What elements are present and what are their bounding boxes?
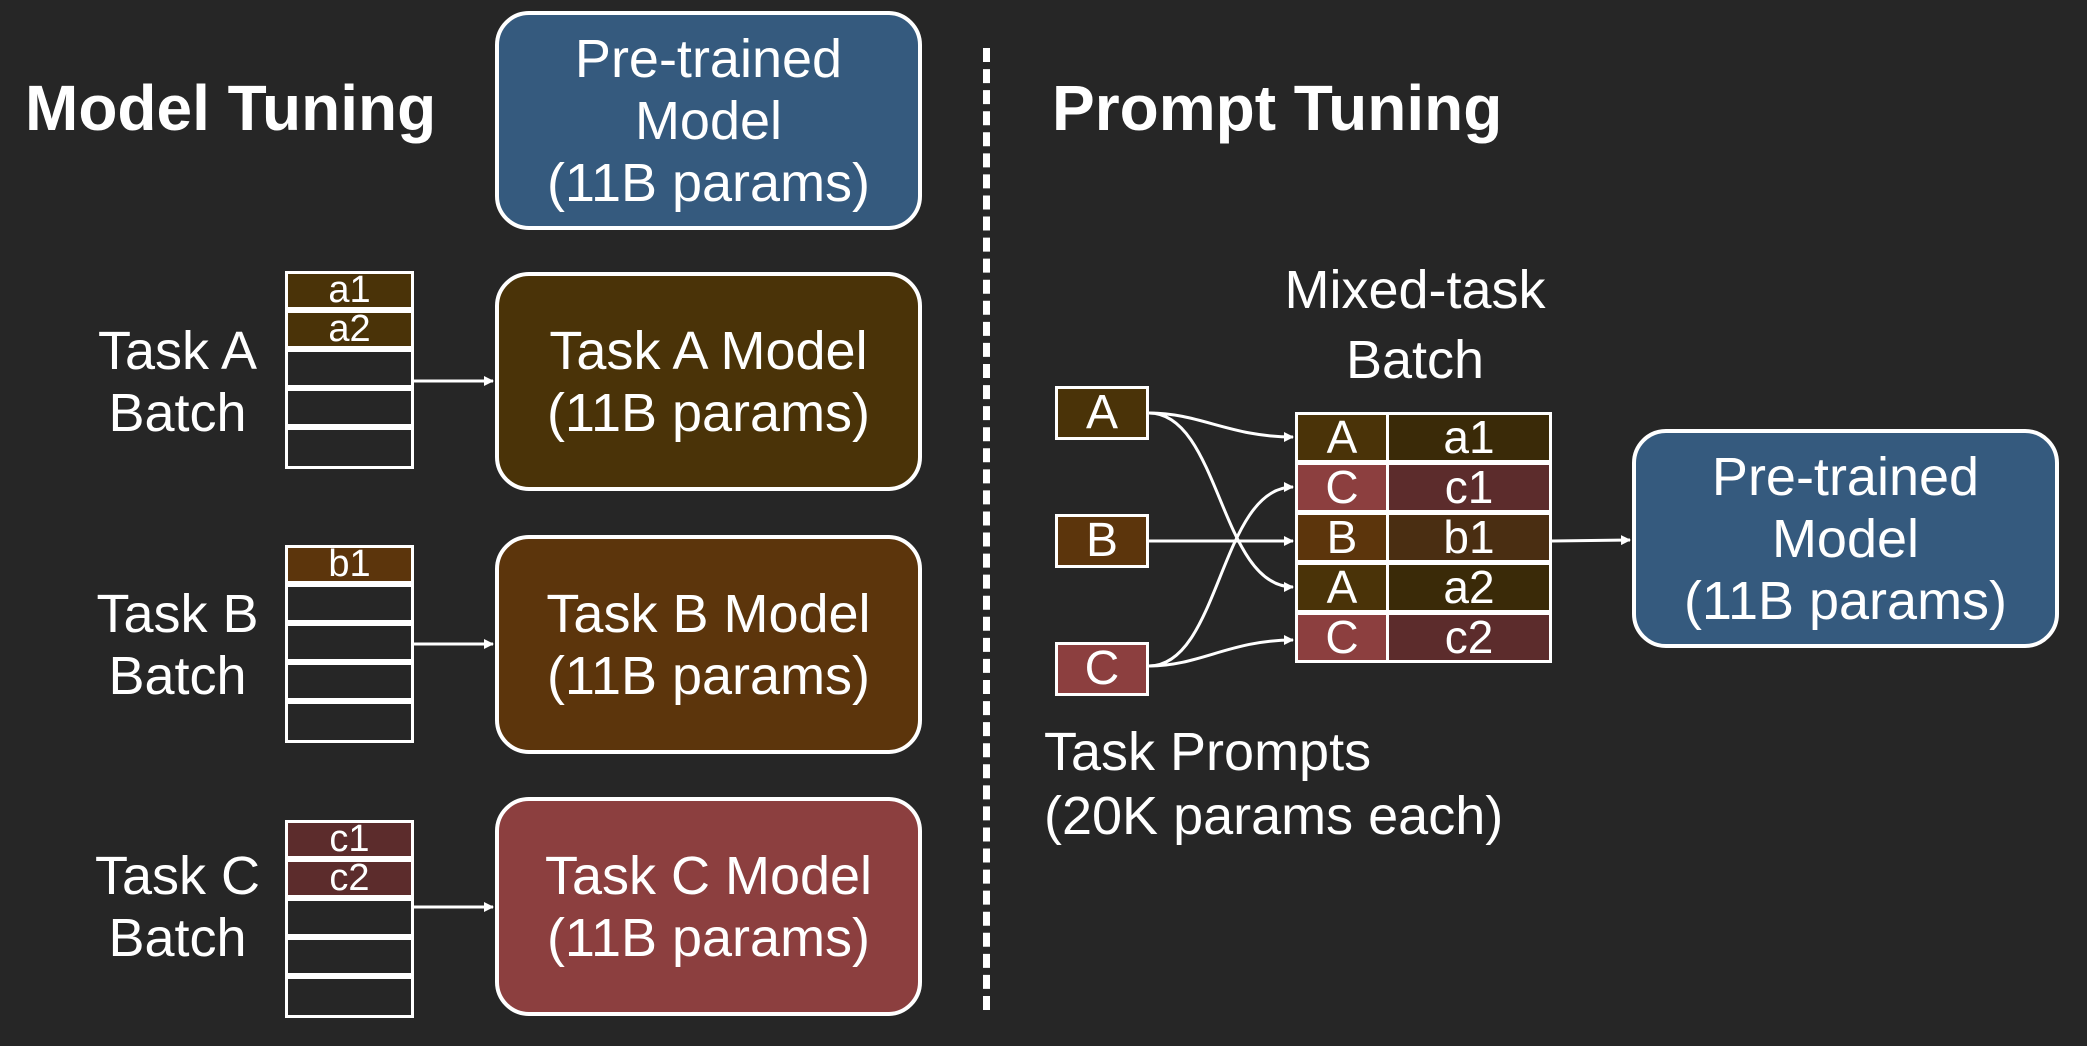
mixed-title-line-1: Mixed-task bbox=[1284, 260, 1546, 320]
task-a-batch-cell bbox=[285, 349, 414, 388]
arrow-prompt-a-to-a2 bbox=[1148, 411, 1294, 592]
task-b-label-line-2: Batch bbox=[108, 646, 247, 706]
task-c-label-line-2: Batch bbox=[108, 908, 247, 968]
pretrained-model-box-right: Pre-trained Model (11B params) bbox=[1632, 429, 2059, 648]
task-b-batch-cell: b1 bbox=[285, 545, 414, 584]
task-a-model-line-1: Task A Model bbox=[549, 320, 868, 381]
task-b-batch-cell bbox=[285, 662, 414, 701]
task-a-label-line-2: Batch bbox=[108, 383, 247, 443]
task-a-batch-cell: a1 bbox=[285, 271, 414, 310]
task-b-label-line-1: Task B bbox=[96, 584, 259, 644]
mixed-row-item: a2 bbox=[1386, 562, 1552, 613]
mixed-row-task: C bbox=[1295, 612, 1389, 663]
pretrained-right-line-2: Model bbox=[1771, 508, 1920, 569]
section-divider bbox=[983, 48, 990, 1010]
mixed-row-task: C bbox=[1295, 462, 1389, 513]
task-a-model-line-2: (11B params) bbox=[546, 382, 871, 443]
task-a-batch-cell bbox=[285, 427, 414, 469]
mixed-task-batch-title: Mixed-task Batch bbox=[1250, 255, 1580, 395]
task-b-batch-label: Task B Batch bbox=[90, 583, 265, 707]
task-c-batch-cell: c2 bbox=[285, 859, 414, 898]
pretrained-line-1: Pre-trained bbox=[574, 28, 843, 89]
task-b-model-line-2: (11B params) bbox=[546, 645, 871, 706]
task-b-batch-cell bbox=[285, 701, 414, 743]
mixed-title-line-2: Batch bbox=[1345, 330, 1485, 390]
pretrained-right-line-3: (11B params) bbox=[1683, 570, 2008, 631]
mixed-row-item: b1 bbox=[1386, 512, 1552, 563]
task-c-batch-cell bbox=[285, 898, 414, 937]
pretrained-line-3: (11B params) bbox=[546, 152, 871, 213]
task-a-batch-cell bbox=[285, 388, 414, 427]
task-b-model-line-1: Task B Model bbox=[546, 583, 871, 644]
task-b-batch-cell bbox=[285, 584, 414, 623]
task-b-model-box: Task B Model (11B params) bbox=[495, 535, 922, 754]
mixed-row-task: A bbox=[1295, 562, 1389, 613]
task-prompts-caption-line-1: Task Prompts bbox=[1044, 722, 1372, 782]
arrow-prompt-c-to-c1 bbox=[1148, 482, 1294, 668]
prompt-tuning-heading: Prompt Tuning bbox=[1052, 72, 1503, 144]
task-c-model-line-2: (11B params) bbox=[546, 907, 871, 968]
task-c-model-box: Task C Model (11B params) bbox=[495, 797, 922, 1016]
mixed-row-item: c2 bbox=[1386, 612, 1552, 663]
task-c-batch-cell bbox=[285, 937, 414, 976]
mixed-row-task: B bbox=[1295, 512, 1389, 563]
task-a-batch-cell: a2 bbox=[285, 310, 414, 349]
task-a-model-box: Task A Model (11B params) bbox=[495, 272, 922, 491]
task-c-model-line-1: Task C Model bbox=[544, 845, 873, 906]
arrow-mixed-to-pretrained bbox=[1551, 535, 1631, 546]
model-tuning-heading: Model Tuning bbox=[25, 72, 437, 144]
task-c-batch-cell bbox=[285, 976, 414, 1018]
task-c-label-line-1: Task C bbox=[94, 846, 261, 906]
mixed-row-item: a1 bbox=[1386, 412, 1552, 463]
task-c-batch-label: Task C Batch bbox=[90, 845, 265, 969]
task-prompt-b: B bbox=[1055, 514, 1149, 568]
task-prompts-caption: Task Prompts (20K params each) bbox=[1044, 720, 1503, 848]
task-b-batch-cell bbox=[285, 623, 414, 662]
pretrained-right-line-1: Pre-trained bbox=[1711, 446, 1980, 507]
task-c-batch-cell: c1 bbox=[285, 820, 414, 859]
pretrained-line-2: Model bbox=[634, 90, 783, 151]
task-prompt-a: A bbox=[1055, 386, 1149, 440]
mixed-row-task: A bbox=[1295, 412, 1389, 463]
task-a-batch-label: Task A Batch bbox=[90, 320, 265, 444]
task-prompts-caption-line-2: (20K params each) bbox=[1044, 786, 1504, 846]
mixed-row-item: c1 bbox=[1386, 462, 1552, 513]
pretrained-model-box-left: Pre-trained Model (11B params) bbox=[495, 11, 922, 230]
task-prompt-c: C bbox=[1055, 642, 1149, 696]
arrow-prompt-c-to-c2 bbox=[1148, 635, 1294, 668]
arrow-prompt-a-to-a1 bbox=[1148, 411, 1294, 442]
task-a-label-line-1: Task A bbox=[97, 321, 258, 381]
